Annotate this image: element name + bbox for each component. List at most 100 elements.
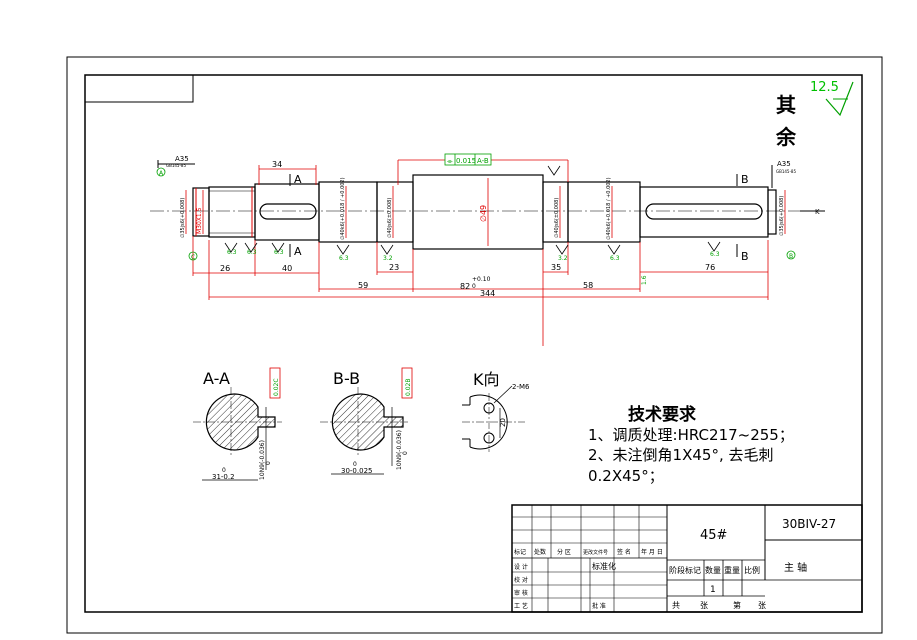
requirement-3: 0.2X45°； (588, 467, 664, 485)
tolerance-frame (444, 153, 492, 166)
ra-5: 3.2 (558, 255, 568, 262)
part-name: 主 轴 (784, 563, 808, 574)
ra-1: 6.3 (227, 249, 237, 256)
corner-box (84, 74, 194, 103)
bb-dim: 30-0.025 (341, 467, 372, 475)
aa-dim0: 0 (222, 467, 226, 474)
dim-40: 40 (282, 264, 292, 273)
stage-3: 比例 (744, 565, 760, 575)
ra-8: 6.3 (247, 249, 257, 256)
hdr-3: 更改文件号 (583, 549, 608, 556)
datum-b: B (789, 253, 793, 260)
datum-circles (156, 167, 796, 261)
dim-82-tol2: 0 (472, 283, 476, 290)
thread-marks (195, 187, 253, 237)
section-bb (320, 367, 413, 475)
ra-symbols (224, 165, 721, 255)
hdr-4: 签 名 (617, 548, 631, 556)
outer-border (66, 56, 883, 634)
dim-d40js: ∅40js6(±0.008) (387, 198, 393, 238)
bb-key: 10N9(-0.036) (396, 430, 403, 470)
hdr-2: 分 区 (557, 548, 571, 556)
dim-d40k: ∅40k6(+0.018 / +0.002) (340, 177, 346, 240)
roughness-symbol (825, 81, 854, 117)
ra-6: 6.3 (610, 255, 620, 262)
dim-gb-r: GB145-85 (776, 169, 796, 174)
row-review: 审 核 (514, 589, 528, 597)
sheet-0: 共 (672, 601, 680, 610)
dimension-lines (185, 159, 786, 346)
row-process: 工 艺 (514, 602, 528, 610)
hdr-1: 处数 (534, 548, 546, 556)
dim-34: 34 (272, 160, 282, 169)
dim-58: 58 (583, 281, 593, 290)
aa-sym: 0.02C (273, 378, 280, 396)
dim-23: 23 (389, 263, 399, 272)
shaft-outline (192, 174, 777, 250)
sec-a-bot: A (294, 245, 302, 258)
dim-76: 76 (705, 263, 715, 272)
sec-b-top: B (741, 173, 749, 186)
sec-b-bot: B (741, 250, 749, 263)
dim-k: K (815, 208, 820, 216)
stage-2: 重量 (724, 565, 740, 575)
ra-9: 1.6 (641, 275, 648, 285)
sec-a-top: A (294, 173, 302, 186)
requirement-2: 2、未注倒角1X45°, 去毛刺 (588, 446, 774, 464)
ra-4: 3.2 (383, 255, 393, 262)
roughness-note-2: 余 (776, 125, 796, 149)
tol-datum: A-B (477, 157, 489, 165)
dim-35: 35 (551, 263, 561, 272)
roughness-note-1: 其 (776, 93, 796, 117)
k-view (462, 385, 525, 452)
aa-key: 10N9(-0.036) (259, 440, 266, 480)
material: 45# (700, 528, 728, 543)
row-check: 校 对 (514, 576, 528, 584)
dim-d35js-r: ∅35js6(+0.008) (779, 196, 785, 236)
bb-sym: 0.02B (405, 379, 412, 396)
dim-d40kb: ∅40k6(+0.018 / +0.002) (606, 177, 612, 240)
bb-key0: 0 (402, 451, 409, 455)
tol-value: 0.015 (456, 157, 476, 165)
dim-m30: M30X1.5 (196, 207, 203, 234)
drawing-number: 30BIV-27 (782, 517, 837, 531)
dim-d35js: ∅35js6(+0.008) (180, 198, 186, 238)
section-markers (157, 160, 825, 257)
stage-1: 数量 (705, 565, 721, 575)
datum-c-top: A (159, 170, 164, 177)
k-dim: 20 (499, 418, 507, 427)
aa-key0: 0 (265, 461, 272, 465)
dim-26: 26 (220, 264, 230, 273)
dim-a35: A35 (175, 155, 189, 163)
hdr-0: 标记 (514, 548, 526, 556)
sheet-2: 第 (733, 600, 741, 610)
dim-gb: GB145-85 (166, 163, 186, 168)
quantity: 1 (710, 585, 716, 595)
dim-82: 82 (460, 282, 470, 291)
ra-2: 6.3 (274, 249, 284, 256)
dim-d40js-b: ∅40js6(±0.008) (554, 198, 560, 238)
hdr-5: 年 月 日 (641, 548, 663, 556)
title-block (511, 504, 863, 613)
tol-symbol: ⌯ (447, 157, 453, 165)
dim-a35-r: A35 (777, 160, 791, 168)
aa-dim: 31-0.2 (212, 473, 235, 481)
dim-344: 344 (480, 289, 495, 298)
dim-59: 59 (358, 281, 368, 290)
section-aa (193, 367, 282, 481)
roughness-value: 12.5 (810, 80, 839, 95)
datum-c: C (191, 254, 195, 261)
sheet-3: 张 (758, 601, 766, 610)
dim-d49: ∅49 (479, 205, 488, 222)
aa-title: A-A (203, 369, 230, 388)
bb-title: B-B (333, 369, 360, 388)
sheet-1: 张 (700, 601, 708, 610)
standardize: 标准化 (592, 561, 616, 571)
stage-0: 阶段标记 (669, 565, 701, 575)
k-hole: 2-M6 (512, 383, 530, 391)
k-title: K向 (473, 370, 500, 389)
row-design: 设 计 (514, 563, 528, 571)
dim-82-tol: +0.10 (472, 276, 491, 283)
requirements-title: 技术要求 (628, 405, 696, 425)
